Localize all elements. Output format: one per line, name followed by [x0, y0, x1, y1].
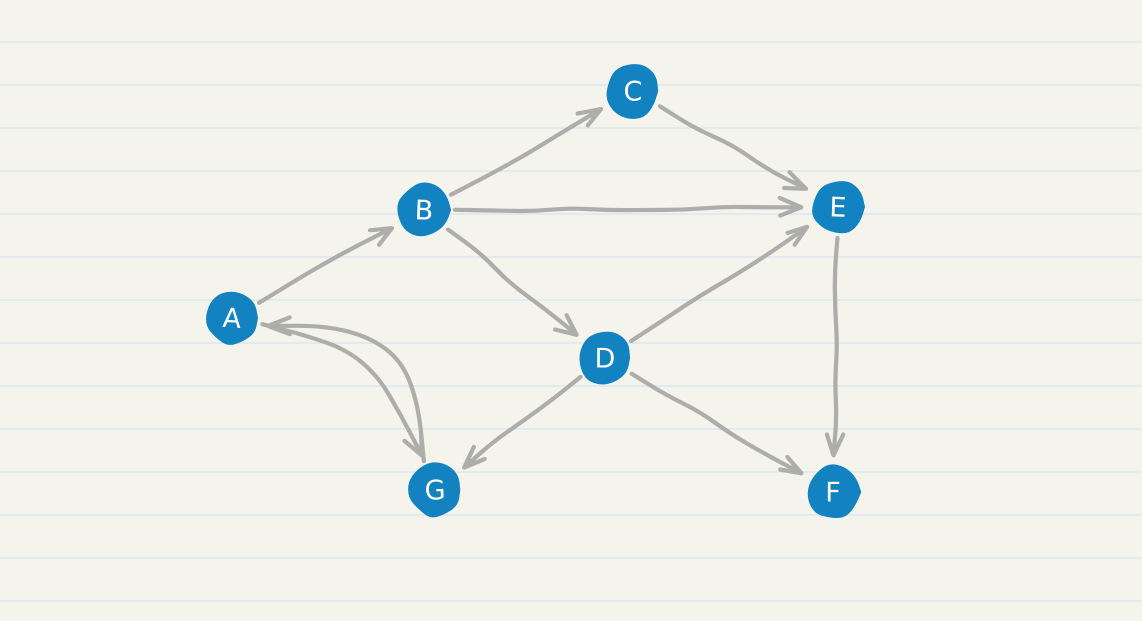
arrowhead [782, 170, 809, 191]
edge-G-to-A [265, 315, 426, 464]
graph-node-C[interactable]: C [606, 64, 659, 119]
node-circle-C [606, 64, 659, 119]
node-circle-B [397, 182, 452, 237]
edge-line [448, 108, 602, 197]
graph-node-E[interactable]: E [812, 181, 865, 234]
edge-line [445, 227, 577, 336]
edge-B-to-D [445, 227, 579, 337]
edge-A-to-B [256, 226, 395, 305]
node-circle-G [408, 462, 461, 518]
arrowhead [367, 226, 395, 247]
edge-line [629, 371, 802, 475]
node-label-D: D [595, 343, 616, 374]
edge-line [831, 235, 840, 456]
edge-line [628, 226, 808, 344]
graph-node-G[interactable]: G [408, 462, 461, 518]
nodes-layer: A B C D E F G [206, 64, 865, 519]
arrowhead [552, 313, 579, 337]
edge-B-to-C [448, 107, 604, 197]
graph-node-F[interactable]: F [807, 464, 862, 519]
edges-layer [256, 104, 846, 476]
arrowhead [462, 444, 487, 470]
edge-line [657, 104, 807, 190]
arrowhead [777, 195, 804, 218]
arrowhead [575, 107, 604, 128]
node-label-F: F [825, 477, 841, 508]
node-circle-A [206, 291, 258, 345]
edge-line [256, 227, 393, 305]
node-circle-E [812, 181, 865, 234]
edge-A-to-G [260, 322, 425, 458]
arrowhead [824, 432, 846, 458]
arrowhead [265, 315, 292, 337]
graph-node-A[interactable]: A [206, 291, 258, 345]
edge-B-to-E [452, 195, 804, 218]
edge-D-to-E [628, 224, 810, 344]
edge-line [260, 322, 424, 456]
node-label-A: A [222, 303, 243, 335]
edge-line [452, 204, 802, 214]
node-label-G: G [424, 475, 446, 507]
node-label-C: C [623, 76, 642, 107]
node-circle-F [807, 464, 862, 519]
node-label-E: E [829, 192, 847, 224]
node-label-B: B [414, 195, 434, 227]
edge-line [463, 374, 583, 469]
arrowhead [785, 224, 810, 247]
edge-E-to-F [824, 235, 846, 458]
edge-D-to-G [462, 374, 583, 470]
edge-line [268, 323, 426, 464]
edge-C-to-E [657, 104, 809, 191]
edge-D-to-F [629, 371, 804, 476]
arrowhead [778, 454, 804, 476]
node-circle-D [579, 331, 631, 385]
graph-node-B[interactable]: B [397, 182, 452, 237]
graph-node-D[interactable]: D [579, 331, 631, 385]
